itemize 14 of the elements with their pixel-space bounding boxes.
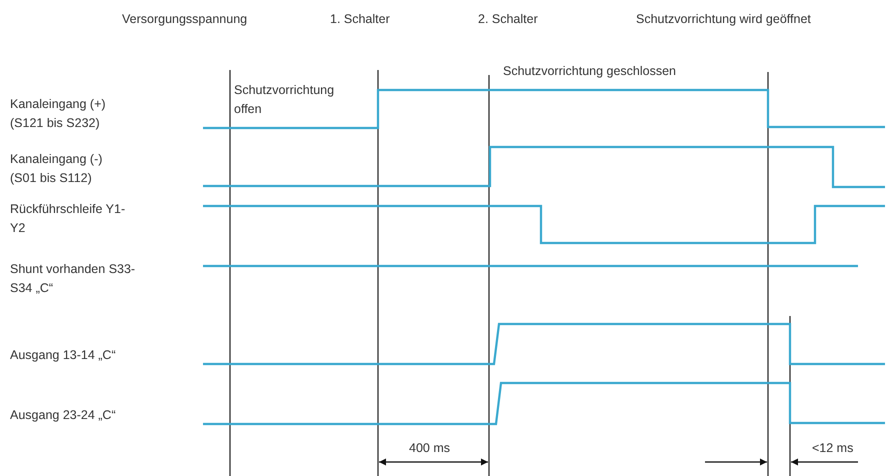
signal-label: Shunt vorhanden S33-S34 „C“ bbox=[10, 261, 136, 297]
signal-label: Kanaleingang (-) (S01 bis S112) bbox=[10, 151, 104, 187]
dimension-label: <12 ms bbox=[812, 440, 854, 457]
event-label: Versorgungsspannung bbox=[122, 11, 248, 28]
state-label: Schutzvorrichtung geschlossen bbox=[503, 63, 676, 80]
dimension-label: 400 ms bbox=[409, 440, 450, 457]
signal-label: Kanaleingang (+) (S121 bis S232) bbox=[10, 96, 107, 132]
signal-label: Rückführschleife Y1-Y2 bbox=[10, 201, 126, 237]
signal-label: Ausgang 13-14 „C“ bbox=[10, 347, 116, 364]
event-label: Schutzvorrichtung wird geöffnet bbox=[636, 11, 811, 28]
state-label: Schutzvorrichtung offen bbox=[234, 82, 336, 118]
event-label: 2. Schalter bbox=[478, 11, 538, 28]
event-label: 1. Schalter bbox=[330, 11, 390, 28]
signal-label: Ausgang 23-24 „C“ bbox=[10, 407, 116, 424]
